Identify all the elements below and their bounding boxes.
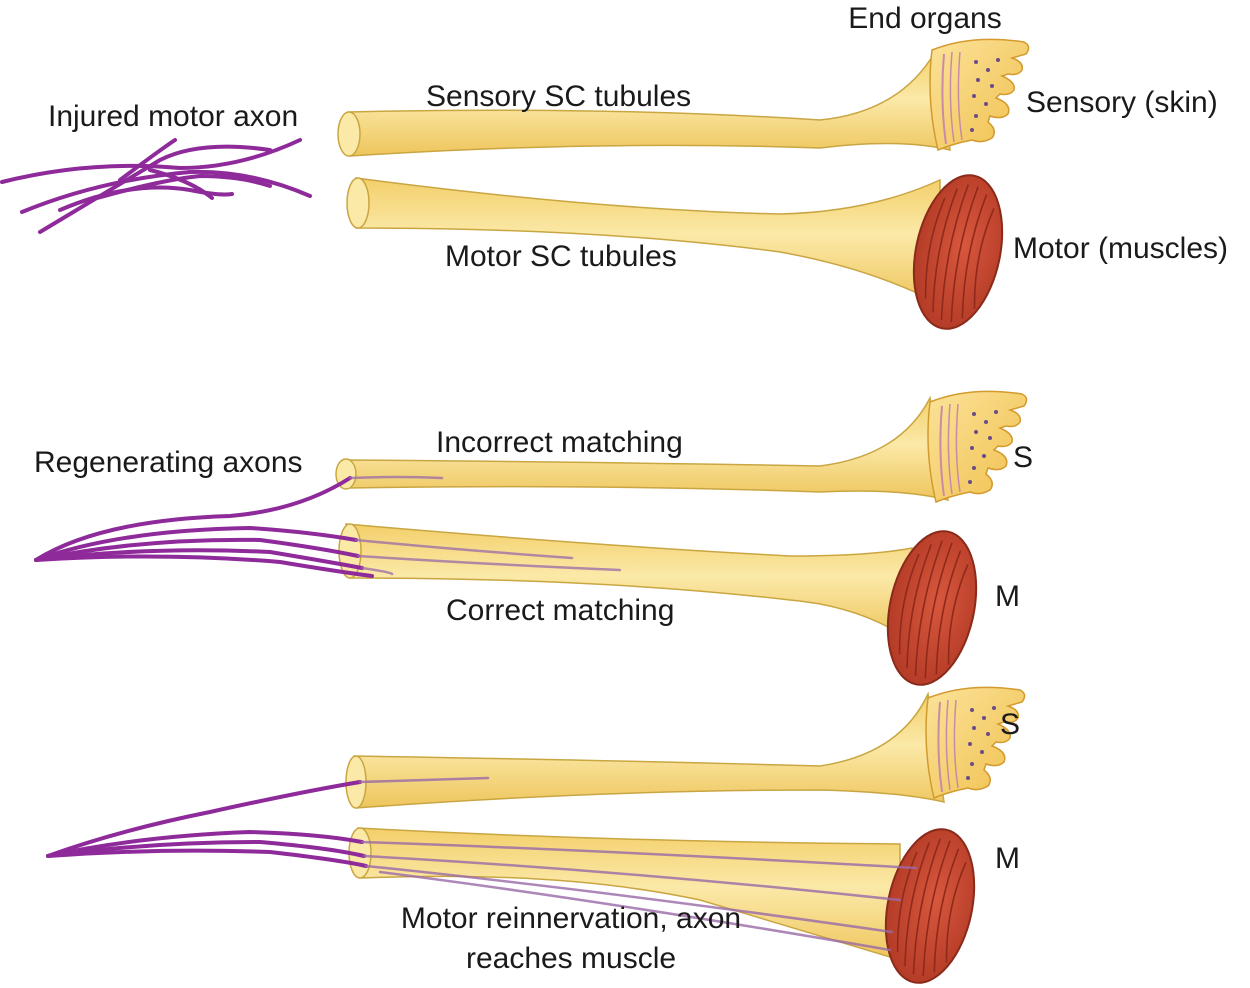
panel-regeneration: Regenerating axons Incorrect matching S … bbox=[34, 390, 1033, 695]
incorrect-matching-label: Incorrect matching bbox=[436, 426, 683, 459]
injured-axon-fibers bbox=[0, 138, 312, 234]
regenerating-axons bbox=[34, 476, 374, 578]
motor-m-label-3: M bbox=[995, 842, 1020, 875]
axon-inside-tubules-2 bbox=[348, 475, 622, 576]
sensory-skin-label: Sensory (skin) bbox=[1026, 86, 1218, 119]
skin-end-organ-3 bbox=[925, 686, 1026, 799]
regenerating-axons-label: Regenerating axons bbox=[34, 446, 303, 479]
skin-end-organ-2 bbox=[927, 390, 1028, 503]
panel-reinnervation: S M Motor reinnervation, axon reaches mu… bbox=[46, 686, 1026, 988]
sensory-sc-tubule-3 bbox=[345, 691, 945, 809]
motor-m-label: M bbox=[995, 580, 1020, 613]
skin-end-organ bbox=[929, 38, 1030, 152]
panel-injury: End organs Injured motor axon Sensory SC… bbox=[0, 2, 1228, 339]
motor-muscles-label: Motor (muscles) bbox=[1013, 232, 1228, 265]
axon-inside-tubules-3 bbox=[358, 776, 918, 952]
injured-motor-axon-label: Injured motor axon bbox=[48, 100, 298, 133]
end-organs-label: End organs bbox=[848, 2, 1001, 35]
reinnervation-label-line2: reaches muscle bbox=[466, 942, 676, 975]
correct-matching-label: Correct matching bbox=[446, 594, 674, 627]
reinnervation-label-line1: Motor reinnervation, axon bbox=[401, 902, 741, 935]
sensory-s-label: S bbox=[1013, 441, 1033, 474]
motor-sc-tubules-label: Motor SC tubules bbox=[445, 240, 677, 273]
reinnervating-axons bbox=[46, 780, 368, 868]
motor-sc-tubule-3 bbox=[348, 827, 901, 962]
muscle-end-organ-2 bbox=[873, 521, 991, 695]
sensory-sc-tubules-label: Sensory SC tubules bbox=[426, 80, 691, 113]
sensory-s-label-3: S bbox=[1000, 708, 1020, 741]
